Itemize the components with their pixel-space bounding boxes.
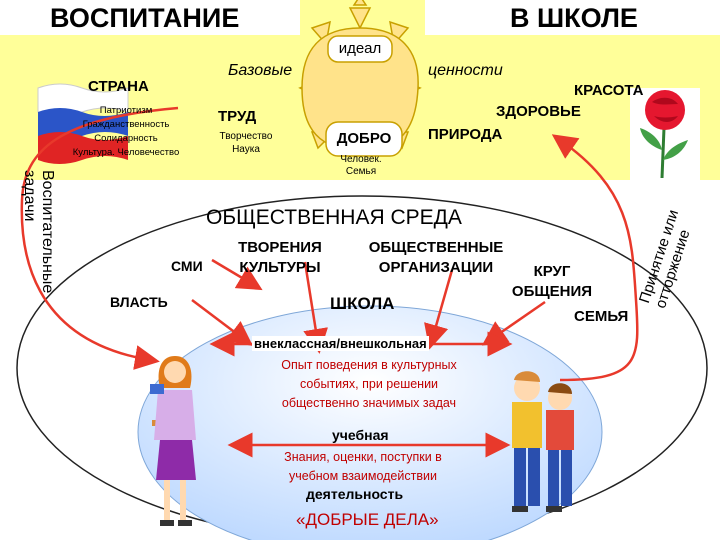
country-item: Патриотизм bbox=[99, 105, 153, 116]
academic-label: учебная bbox=[332, 427, 389, 443]
base-label: Базовые bbox=[228, 62, 293, 79]
russian-flag-icon bbox=[37, 83, 129, 164]
experience-text: Опыт поведения в культурных событиях, пр… bbox=[281, 358, 457, 410]
power-label: ВЛАСТЬ bbox=[110, 294, 168, 310]
health-label: ЗДОРОВЬЕ bbox=[496, 103, 581, 120]
country-label: СТРАНА bbox=[88, 78, 149, 95]
labor-sub-label: Творчество Наука bbox=[219, 131, 273, 155]
media-arrow bbox=[211, 258, 263, 291]
labor-label: ТРУД bbox=[218, 108, 257, 125]
activity-label: деятельность bbox=[306, 486, 404, 502]
good-label: ДОБРО bbox=[336, 130, 392, 147]
nature-label: ПРИРОДА bbox=[428, 126, 503, 143]
good-sub-label: Человек. Семья bbox=[340, 154, 382, 177]
family-arrow bbox=[303, 261, 328, 354]
title-left: ВОСПИТАНИЕ bbox=[50, 3, 240, 33]
side-label-left: Воспитательные задачи bbox=[21, 170, 56, 294]
values-label: ценности bbox=[428, 62, 503, 79]
family-label: СЕМЬЯ bbox=[574, 308, 629, 325]
org-arrow bbox=[424, 269, 454, 350]
school-oval bbox=[137, 305, 603, 540]
ideal-box bbox=[327, 35, 393, 63]
environment-title: ОБЩЕСТВЕННАЯ СРЕДА bbox=[206, 206, 462, 229]
teacher-figure bbox=[150, 356, 196, 526]
right-curve-arrow bbox=[551, 134, 639, 382]
extracurricular-label: внеклассная/внешкольная bbox=[252, 336, 429, 351]
country-item: Гражданственность bbox=[82, 119, 170, 130]
boys-figure bbox=[512, 371, 574, 512]
title-right: В ШКОЛЕ bbox=[510, 3, 638, 33]
rose-icon bbox=[630, 88, 700, 180]
organizations-label: ОБЩЕСТВЕННЫЕ ОРГАНИЗАЦИИ bbox=[368, 239, 504, 276]
good-deeds-label: «ДОБРЫЕ ДЕЛА» bbox=[296, 510, 439, 529]
country-items-list: Патриотизм Гражданственность Солидарност… bbox=[58, 104, 194, 160]
beauty-label: КРАСОТА bbox=[574, 82, 644, 99]
good-box bbox=[325, 121, 403, 157]
country-item: Солидарность bbox=[94, 133, 158, 144]
ideal-label: идеал bbox=[338, 40, 382, 57]
header-bg-right bbox=[425, 0, 720, 35]
media-label: СМИ bbox=[171, 258, 203, 274]
culture-label: ТВОРЕНИЯ КУЛЬТУРЫ bbox=[238, 239, 322, 276]
country-item: Культура. Человечество bbox=[72, 147, 180, 158]
knowledge-text: Знания, оценки, поступки в учебном взаим… bbox=[284, 450, 442, 483]
header-bg-left bbox=[0, 0, 300, 35]
school-label: ШКОЛА bbox=[330, 294, 395, 313]
left-curve-arrow bbox=[20, 106, 179, 370]
circle-label: КРУГ ОБЩЕНИЯ bbox=[511, 263, 593, 300]
